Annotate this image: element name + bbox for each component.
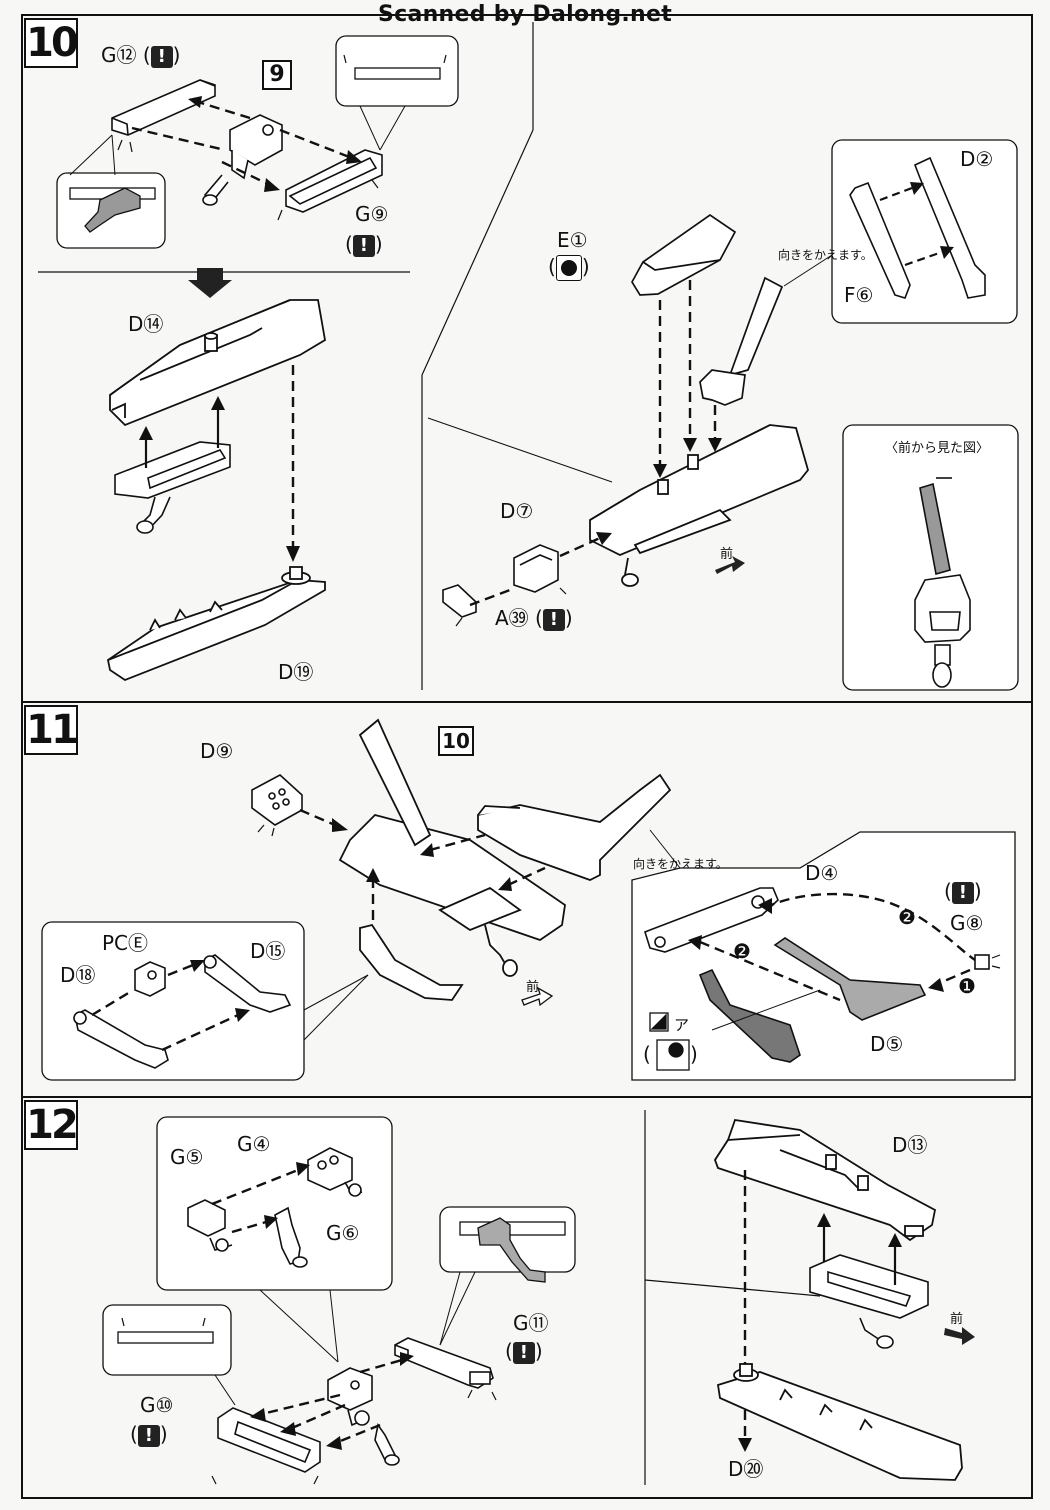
front-direction-label: 前 xyxy=(526,980,540,995)
part-label: D⑨ xyxy=(200,739,234,763)
step-number: 12 xyxy=(24,1100,79,1150)
warning-note: (!) xyxy=(345,232,383,257)
warning-icon: ! xyxy=(512,1341,535,1364)
step-number: 10 xyxy=(24,18,79,68)
front-direction-label: 前 xyxy=(720,547,734,562)
part-label: D⑤ xyxy=(870,1032,904,1056)
paint-paren-left: ( xyxy=(643,1042,651,1066)
part-label: D⑳ xyxy=(728,1457,764,1481)
warning-note: (!) xyxy=(944,879,982,904)
warning-icon: ! xyxy=(352,234,375,257)
warning-icon: ! xyxy=(137,1424,160,1447)
part-label: D⑬ xyxy=(892,1133,928,1157)
part-label: G⑥ xyxy=(326,1221,360,1245)
warning-note: (!) xyxy=(130,1422,168,1447)
part-label: D② xyxy=(960,147,994,171)
part-label: D⑮ xyxy=(250,939,286,963)
part-label: G⑨ xyxy=(355,202,389,226)
part-label: G⑫ (!) xyxy=(101,43,181,68)
part-label: G⑧ xyxy=(950,911,984,935)
rotate-note: 向きをかえます。 xyxy=(633,857,728,871)
part-label: D⑱ xyxy=(60,963,96,987)
ref-step-box: 10 xyxy=(438,726,474,756)
step-number: 11 xyxy=(24,705,79,755)
order-mark: ❷ xyxy=(898,905,916,929)
order-mark: ❶ xyxy=(958,974,976,998)
warning-icon: ! xyxy=(542,608,565,631)
warning-icon: ! xyxy=(951,881,974,904)
part-label: G⑩ xyxy=(140,1393,174,1417)
part-label: G④ xyxy=(237,1132,271,1156)
part-label: PCⒺ xyxy=(102,931,149,955)
part-label: D④ xyxy=(805,861,839,885)
part-label: E① xyxy=(557,228,588,252)
order-mark: ❷ xyxy=(733,939,751,963)
front-view-caption: 〈前から見た図〉 xyxy=(885,441,990,456)
part-code: G⑫ xyxy=(101,43,137,67)
part-label: G⑪ xyxy=(513,1311,549,1335)
part-label: F⑥ xyxy=(844,283,874,307)
paint-note: () xyxy=(548,255,590,281)
part-label: D⑲ xyxy=(278,660,314,684)
part-code: A㊴ xyxy=(495,606,529,630)
part-label: D⑭ xyxy=(128,312,164,336)
rotate-note: 向きをかえます。 xyxy=(778,248,873,262)
paint-icon xyxy=(555,255,582,281)
front-direction-label: 前 xyxy=(950,1312,964,1327)
part-label: G⑤ xyxy=(170,1145,204,1169)
part-label: D⑦ xyxy=(500,499,534,523)
warning-icon: ! xyxy=(150,45,173,68)
ref-step-box: 9 xyxy=(262,60,292,90)
paint-paren-right: ) xyxy=(690,1042,698,1066)
sticker-label: ア xyxy=(674,1016,690,1034)
warning-note: (!) xyxy=(505,1339,543,1364)
part-label: A㊴ (!) xyxy=(495,606,573,631)
